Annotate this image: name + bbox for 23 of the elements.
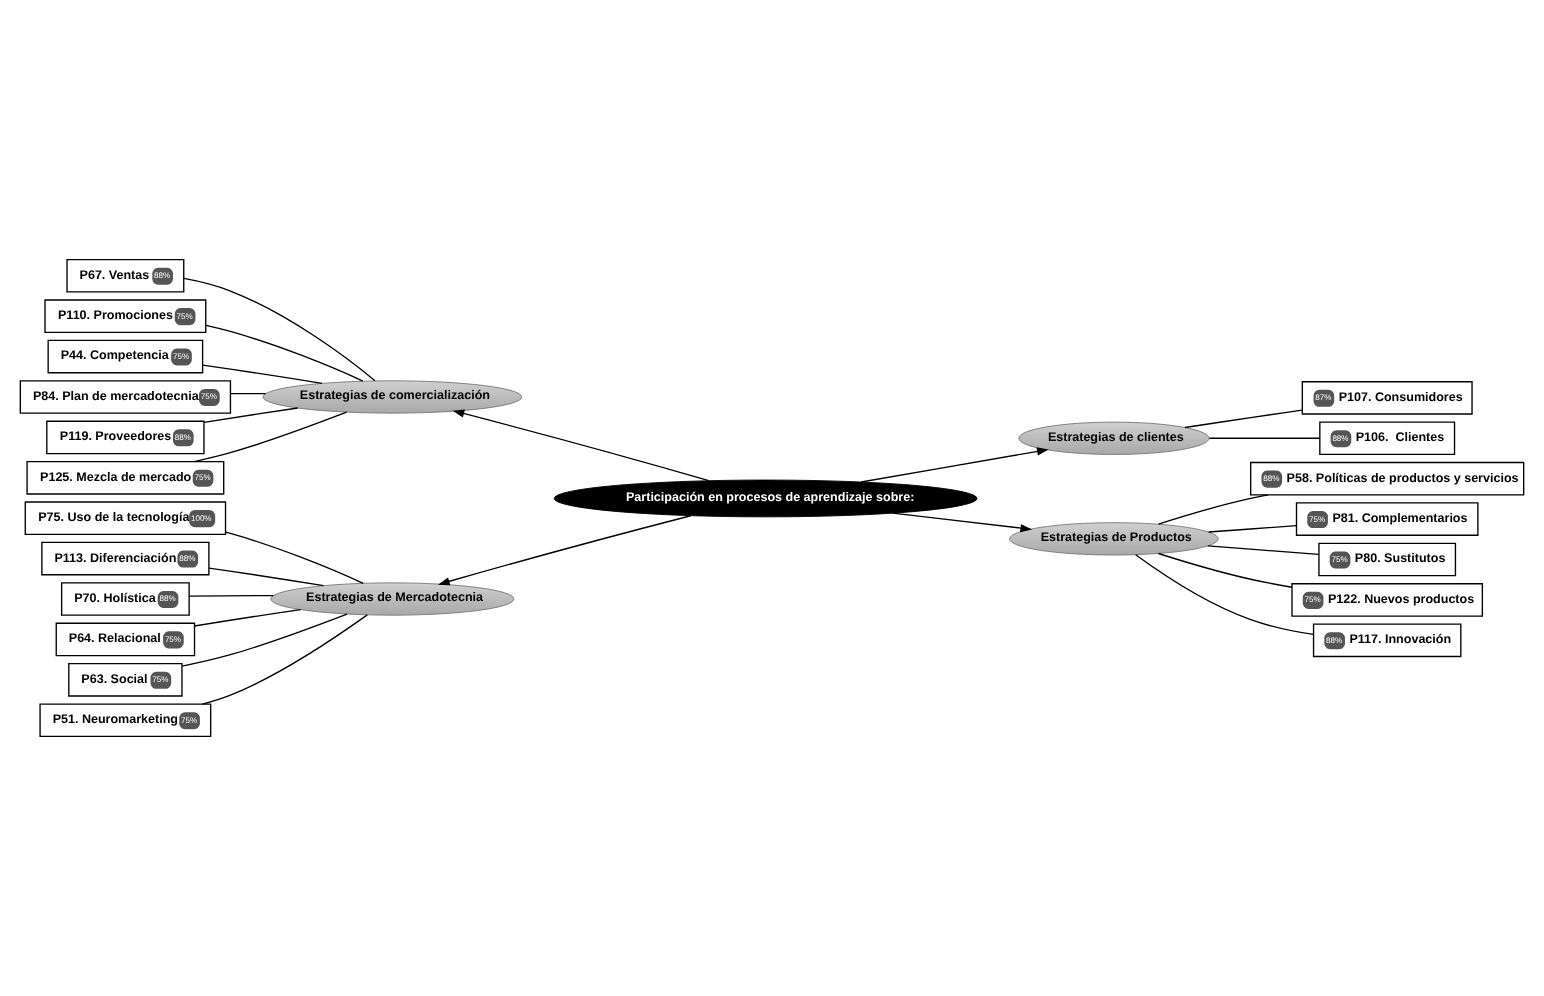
arrow bbox=[452, 409, 710, 482]
connector bbox=[224, 531, 364, 584]
connector bbox=[203, 407, 299, 424]
connector bbox=[1157, 494, 1269, 525]
arrow bbox=[892, 512, 1033, 533]
connector bbox=[208, 567, 325, 587]
arrow bbox=[437, 515, 692, 586]
connector bbox=[230, 392, 267, 395]
connector bbox=[183, 277, 376, 382]
arrow bbox=[860, 447, 1049, 483]
connector bbox=[193, 608, 302, 627]
connector bbox=[1208, 437, 1321, 439]
connector bbox=[193, 411, 348, 463]
connector bbox=[1134, 554, 1314, 636]
connector bbox=[201, 364, 323, 385]
connector bbox=[1184, 409, 1303, 429]
connector bbox=[1207, 545, 1320, 556]
connector bbox=[1207, 524, 1298, 533]
connector bbox=[201, 614, 368, 705]
connector bbox=[188, 594, 275, 597]
connector bbox=[205, 324, 364, 382]
connector bbox=[1157, 552, 1293, 588]
connector bbox=[181, 613, 348, 667]
